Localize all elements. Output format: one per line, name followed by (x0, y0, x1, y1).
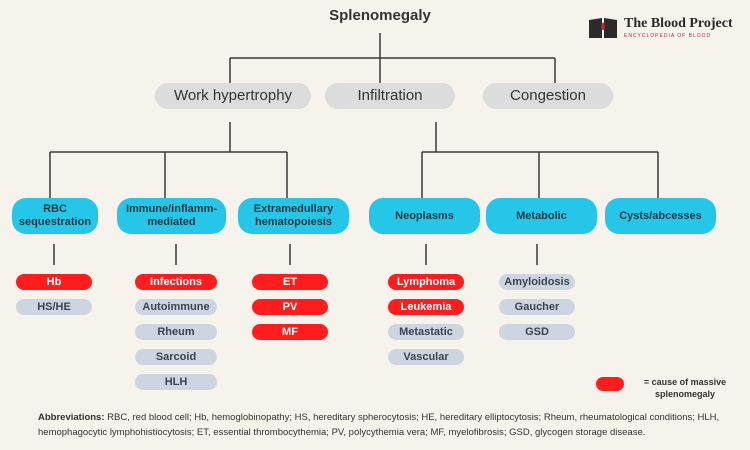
cause-pill: Infections (135, 274, 217, 290)
logo-tagline: ENCYCLOPEDIA OF BLOOD (624, 33, 712, 39)
cause-pill: Vascular (388, 349, 464, 365)
abbreviations-text: RBC, red blood cell; Hb, hemoglobinopath… (38, 412, 720, 438)
cause-pill: Hb (16, 274, 92, 290)
cause-pill: Autoimmune (135, 299, 217, 315)
cause-pill: Metastatic (388, 324, 464, 340)
category-metabolic: Metabolic (486, 198, 597, 234)
book-icon (589, 18, 617, 38)
cause-pill: Sarcoid (135, 349, 217, 365)
mechanism-infiltration: Infiltration (325, 83, 455, 109)
cause-pill: MF (252, 324, 328, 340)
category-extramedullary: Extramedullary hematopoiesis (238, 198, 349, 234)
cause-pill: Rheum (135, 324, 217, 340)
legend-text: = cause of massive splenomegaly (643, 377, 727, 399)
cause-pill: Amyloidosis (499, 274, 575, 290)
category-cysts-abcesses: Cysts/abcesses (605, 198, 716, 234)
diagram-title: Splenomegaly (329, 7, 431, 24)
cause-pill: HLH (135, 374, 217, 390)
mechanism-congestion: Congestion (483, 83, 613, 109)
cause-pill: HS/HE (16, 299, 92, 315)
mechanism-work-hypertrophy: Work hypertrophy (155, 83, 311, 109)
logo-name: The Blood Project (624, 16, 733, 31)
abbreviations: Abbreviations: RBC, red blood cell; Hb, … (38, 410, 738, 440)
cause-pill: Lymphoma (388, 274, 464, 290)
category-immune-inflamm: Immune/inflamm-mediated (117, 198, 226, 234)
abbreviations-heading: Abbreviations: (38, 412, 105, 423)
category-rbc-sequestration: RBC sequestration (12, 198, 98, 234)
cause-pill: GSD (499, 324, 575, 340)
category-neoplasms: Neoplasms (369, 198, 480, 234)
cause-pill: Leukemia (388, 299, 464, 315)
cause-pill: ET (252, 274, 328, 290)
cause-pill: PV (252, 299, 328, 315)
cause-pill: Gaucher (499, 299, 575, 315)
legend-swatch (596, 377, 624, 391)
